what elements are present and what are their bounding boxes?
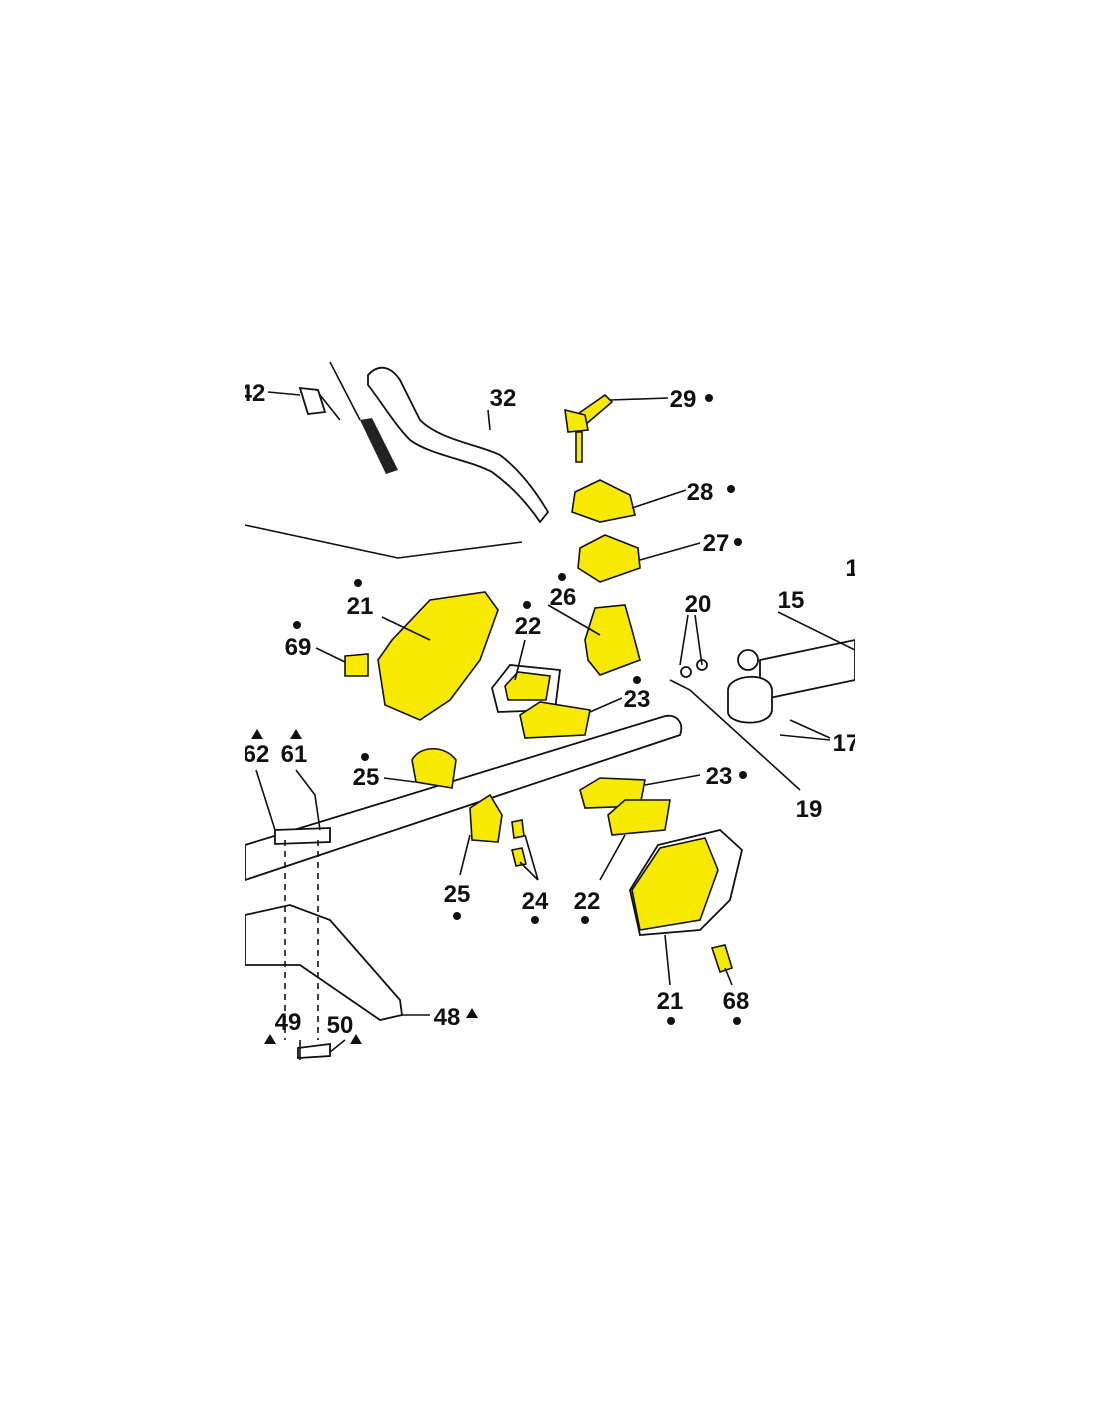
svg-text:62: 62 — [243, 741, 270, 768]
svg-text:21: 21 — [657, 988, 684, 1015]
callout-17: 17 — [833, 730, 860, 757]
callout-69: 69 — [285, 621, 312, 661]
svg-text:22: 22 — [574, 888, 601, 915]
callout-24: 24 — [522, 888, 549, 924]
svg-text:27: 27 — [703, 530, 730, 557]
svg-text:20: 20 — [685, 591, 712, 618]
svg-text:50: 50 — [327, 1012, 354, 1039]
svg-text:21: 21 — [347, 593, 374, 620]
svg-text:24: 24 — [522, 888, 549, 915]
callout-22-lower: 22 — [574, 888, 601, 924]
callout-23-lower: 23 — [706, 763, 747, 790]
callout-62: 62 — [243, 729, 270, 768]
svg-text:48: 48 — [434, 1004, 461, 1031]
svg-text:49: 49 — [275, 1009, 302, 1036]
svg-text:68: 68 — [723, 988, 750, 1015]
callout-23-upper: 23 — [624, 676, 651, 713]
callout-19: 19 — [796, 796, 823, 823]
svg-text:22: 22 — [515, 613, 542, 640]
svg-text:17: 17 — [833, 730, 860, 757]
svg-text:1: 1 — [845, 555, 858, 582]
callout-25-lower: 25 — [444, 881, 471, 920]
callout-22-upper: 22 — [515, 601, 542, 640]
callout-48: 48 — [434, 1004, 478, 1031]
svg-text:42: 42 — [239, 380, 266, 407]
callout-68: 68 — [723, 988, 750, 1025]
svg-text:25: 25 — [353, 764, 380, 791]
main-tube — [245, 714, 683, 881]
svg-text:29: 29 — [670, 386, 697, 413]
callout-42: 42 — [239, 380, 266, 407]
callout-21-upper: 21 — [347, 579, 374, 620]
callout-50: 50 — [327, 1012, 362, 1044]
svg-text:26: 26 — [550, 584, 577, 611]
svg-text:23: 23 — [706, 763, 733, 790]
callout-25-upper: 25 — [353, 753, 380, 791]
callout-26: 26 — [550, 573, 577, 611]
callout-21-lower: 21 — [657, 988, 684, 1025]
svg-text:32: 32 — [490, 385, 517, 412]
svg-text:15: 15 — [778, 587, 805, 614]
frame-48 — [245, 904, 404, 1021]
callout-49: 49 — [264, 1009, 301, 1044]
svg-text:25: 25 — [444, 881, 471, 908]
grip-42 — [360, 418, 398, 474]
callout-27: 27 — [703, 530, 742, 557]
svg-text:69: 69 — [285, 634, 312, 661]
callout-32: 32 — [490, 385, 517, 412]
callout-29: 29 — [670, 386, 713, 413]
svg-text:28: 28 — [687, 479, 714, 506]
callout-20: 20 — [685, 591, 712, 618]
callout-15: 15 — [778, 587, 805, 614]
svg-text:61: 61 — [281, 741, 308, 768]
callout-61: 61 — [281, 729, 308, 768]
handle-bar-32 — [367, 366, 550, 524]
svg-text:23: 23 — [624, 686, 651, 713]
svg-text:19: 19 — [796, 796, 823, 823]
callout-28: 28 — [687, 479, 735, 506]
callout-1: 1 — [845, 555, 858, 582]
